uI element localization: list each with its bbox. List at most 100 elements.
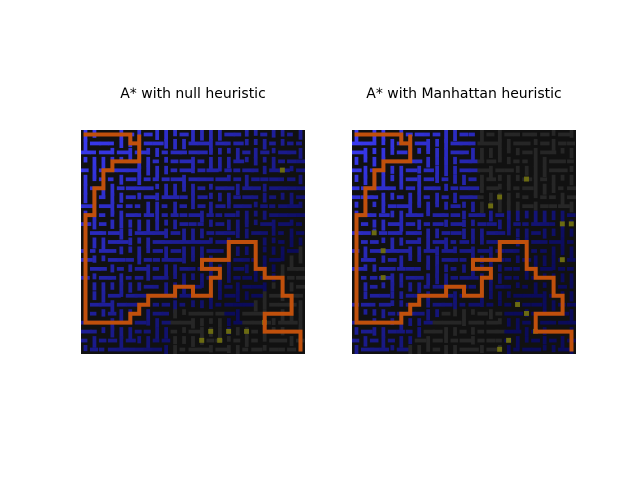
- maze-corridor: [125, 186, 137, 191]
- maze-corridor: [423, 177, 435, 182]
- maze-corridor: [468, 141, 476, 146]
- maze-corridor: [98, 141, 110, 146]
- maze-corridor: [200, 246, 204, 258]
- maze-corridor: [390, 237, 395, 250]
- maze-corridor: [450, 186, 459, 191]
- maze-corridor: [233, 204, 244, 209]
- maze-corridor: [396, 150, 408, 155]
- maze-corridor: [209, 138, 213, 153]
- maze-corridor: [360, 302, 371, 307]
- maze-corridor: [488, 291, 493, 300]
- maze-corridor: [191, 228, 195, 242]
- maze-corridor: [116, 347, 129, 352]
- maze-corridor: [551, 255, 556, 268]
- maze-corridor: [453, 345, 457, 354]
- maze-corridor: [191, 165, 195, 174]
- maze-corridor: [551, 345, 556, 353]
- maze-corridor: [92, 219, 97, 230]
- maze-corridor: [549, 159, 559, 164]
- maze-corridor: [435, 201, 440, 208]
- maze-corridor: [468, 132, 475, 137]
- maze-corridor: [146, 237, 151, 248]
- maze-corridor: [200, 130, 204, 141]
- maze-corridor: [116, 258, 126, 262]
- maze-corridor: [200, 327, 204, 338]
- maze-corridor: [471, 336, 475, 345]
- maze-corridor: [486, 231, 498, 235]
- maze-corridor: [542, 228, 547, 239]
- maze-corridor: [405, 177, 418, 182]
- maze-corridor: [179, 347, 186, 352]
- maze-corridor: [242, 186, 253, 191]
- maze-corridor: [522, 293, 534, 298]
- maze-corridor: [260, 177, 269, 182]
- maze-corridor: [197, 141, 210, 146]
- maze-corridor: [513, 186, 520, 191]
- maze-corridor: [137, 165, 142, 180]
- maze-corridor: [540, 266, 553, 271]
- maze-corridor: [569, 130, 574, 138]
- maze-corridor: [233, 177, 242, 182]
- maze-corridor: [242, 302, 256, 307]
- maze-corridor: [217, 147, 222, 155]
- maze-corridor: [462, 228, 466, 240]
- maze-corridor: [173, 130, 177, 137]
- maze-corridor: [155, 130, 160, 140]
- maze-corridor: [152, 347, 162, 352]
- maze-corridor: [506, 138, 511, 150]
- maze-corridor: [134, 293, 145, 298]
- maze-corridor: [146, 318, 151, 326]
- maze-corridor: [354, 174, 359, 182]
- maze-corridor: [558, 347, 570, 352]
- maze-corridor: [278, 320, 291, 325]
- maze-corridor: [161, 204, 168, 209]
- maze-corridor: [497, 318, 502, 325]
- maze-corridor: [459, 168, 471, 173]
- maze-corridor: [495, 284, 506, 289]
- maze-corridor: [497, 156, 502, 163]
- maze-corridor: [522, 347, 533, 352]
- maze-corridor: [128, 228, 133, 237]
- maze-corridor: [515, 255, 520, 263]
- solution-path: [354, 132, 574, 352]
- maze-corridor: [197, 347, 211, 352]
- maze-corridor: [128, 147, 133, 161]
- maze-corridor: [450, 258, 459, 262]
- maze-corridor: [488, 282, 493, 293]
- maze-corridor: [287, 186, 297, 191]
- maze-corridor: [152, 258, 160, 262]
- maze-corridor: [179, 132, 189, 137]
- maze-corridor: [280, 255, 285, 262]
- maze-corridor: [224, 302, 237, 307]
- maze-corridor: [560, 237, 565, 250]
- maze-corridor: [253, 210, 258, 217]
- maze-corridor: [414, 213, 424, 218]
- maze-corridor: [441, 311, 451, 316]
- maze-corridor: [253, 138, 258, 146]
- maze-corridor: [372, 327, 377, 336]
- maze-corridor: [107, 275, 117, 280]
- maze-corridor: [289, 282, 294, 292]
- maze-corridor: [453, 309, 457, 317]
- maze-corridor: [432, 347, 441, 352]
- maze-corridor: [262, 291, 267, 303]
- maze-corridor: [471, 147, 475, 160]
- maze-corridor: [369, 338, 379, 343]
- maze-corridor: [81, 150, 91, 155]
- maze-corridor: [215, 311, 225, 316]
- maze-corridor: [378, 231, 388, 235]
- maze-corridor: [405, 213, 418, 218]
- maze-corridor: [143, 177, 151, 182]
- maze-corridor: [569, 273, 574, 284]
- maze-corridor: [161, 302, 171, 307]
- maze-corridor: [206, 213, 214, 218]
- maze-corridor: [441, 231, 451, 235]
- maze-corridor: [408, 345, 413, 354]
- frontier-cell: [380, 248, 386, 254]
- maze-corridor: [146, 219, 151, 232]
- frontier-cell: [497, 346, 503, 352]
- maze-corridor: [116, 240, 129, 244]
- maze-corridor: [486, 141, 499, 146]
- maze-corridor: [542, 165, 547, 178]
- maze-corridor: [405, 132, 413, 137]
